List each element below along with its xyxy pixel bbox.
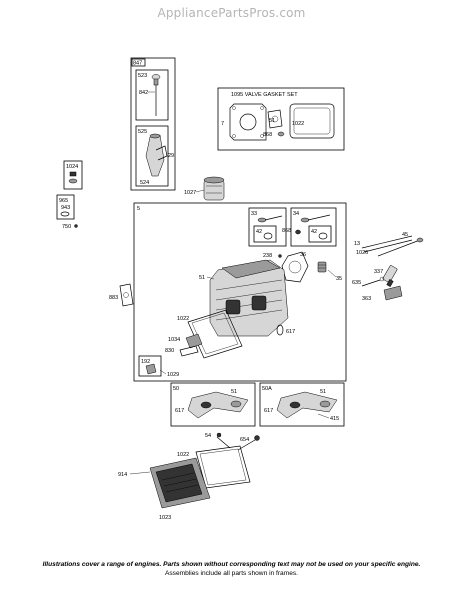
label-51-b: 51	[199, 275, 205, 281]
footer-assembly-note: Assemblies include all parts shown in fr…	[164, 570, 299, 577]
label-36: 36	[300, 252, 306, 258]
frame-192	[138, 355, 162, 377]
frame-847	[130, 57, 176, 191]
label-1022-b: 1022	[177, 316, 189, 322]
rocker-arm-part	[377, 237, 424, 257]
label-868-a: 868	[263, 132, 272, 138]
intake-manifold-part	[187, 391, 249, 419]
label-42-a: 42	[256, 229, 262, 235]
frame-50	[170, 382, 256, 427]
label-635: 635	[352, 280, 361, 286]
cylinder-head-part	[209, 259, 289, 337]
oil-filter-part	[203, 176, 225, 201]
label-51-c: 51	[231, 389, 237, 395]
label-617-c: 617	[264, 408, 273, 414]
valve-cover-gasket-part	[289, 103, 335, 139]
label-883: 883	[109, 295, 118, 301]
label-914: 914	[118, 472, 127, 478]
label-363: 363	[362, 296, 371, 302]
label-7-a: 7	[221, 121, 224, 127]
label-51-d: 51	[320, 389, 326, 395]
label-617-b: 617	[175, 408, 184, 414]
label-524: 524	[140, 180, 149, 186]
dipstick-tube-part	[145, 133, 168, 177]
label-1023: 1023	[159, 515, 171, 521]
label-654: 654	[240, 437, 249, 443]
watermark: AppliancePartsPros.com	[157, 6, 306, 20]
valve-spring-part	[317, 261, 327, 273]
frame-5-cylinder-head	[133, 202, 347, 382]
push-rod-part	[361, 235, 413, 253]
label-1026: 1026	[356, 250, 368, 256]
frame-33	[248, 207, 287, 247]
frame-1024	[63, 160, 83, 190]
footer-disclaimer: Illustrations cover a range of engines. …	[42, 561, 421, 568]
breather-gasket-part	[119, 283, 134, 307]
valve-cover-gasket-lower-part	[195, 445, 251, 489]
frame-33-label: 33	[251, 211, 257, 217]
frame-1024-label: 1024	[66, 164, 78, 170]
intake-valve-part	[257, 215, 283, 223]
frame-525	[135, 125, 169, 187]
frame-34	[290, 207, 337, 247]
label-42-b: 42	[311, 229, 317, 235]
frame-525-label: 525	[138, 129, 147, 135]
label-54: 54	[205, 433, 211, 439]
frame-5-label: 5	[137, 206, 140, 212]
label-1022-c: 1022	[177, 452, 189, 458]
label-943: 943	[61, 205, 70, 211]
dipstick-part	[151, 74, 161, 116]
label-415: 415	[330, 416, 339, 422]
screw-part	[216, 432, 231, 449]
label-1034: 1034	[168, 337, 180, 343]
frame-965	[56, 194, 75, 220]
frame-523	[135, 69, 169, 121]
label-13: 13	[354, 241, 360, 247]
label-750: 750	[62, 224, 71, 230]
label-238: 238	[263, 253, 272, 259]
frame-50a-label: 50A	[262, 386, 272, 392]
frame-34-label: 34	[293, 211, 299, 217]
spark-plug-part	[382, 265, 398, 287]
frame-50-label: 50	[173, 386, 179, 392]
label-29: 29	[168, 153, 174, 159]
intake-manifold-alt-part	[276, 391, 338, 419]
label-830: 830	[165, 348, 174, 354]
diagram-footer: Illustrations cover a range of engines. …	[0, 560, 463, 578]
head-gasket-part	[229, 103, 267, 141]
label-617-a: 617	[286, 329, 295, 335]
frame-523-label: 523	[138, 73, 147, 79]
frame-valve-gasket-set	[217, 87, 345, 151]
label-842: 842	[139, 90, 148, 96]
label-35: 35	[336, 276, 342, 282]
label-1022-a: 1022	[292, 121, 304, 127]
exhaust-gasket-part	[267, 109, 283, 129]
frame-1095-label: 1095 VALVE GASKET SET	[231, 92, 298, 98]
label-1029: 1029	[167, 372, 179, 378]
frame-50a	[259, 382, 345, 427]
exhaust-valve-part	[300, 214, 331, 223]
frame-847-label: 847	[133, 61, 142, 67]
valve-cover-part	[149, 457, 211, 509]
frame-965-label: 965	[59, 198, 68, 204]
spark-plug-wrench-part	[383, 285, 403, 301]
label-45: 45	[402, 232, 408, 238]
cylinder-head-gasket-part	[281, 251, 309, 283]
stud-part	[361, 276, 385, 287]
frame-192-label: 192	[141, 359, 150, 365]
label-337: 337	[374, 269, 383, 275]
label-51-a: 51	[269, 118, 275, 124]
label-1027: 1027	[184, 190, 196, 196]
label-868-b: 868	[282, 228, 291, 234]
breather-cover-part	[185, 333, 203, 349]
